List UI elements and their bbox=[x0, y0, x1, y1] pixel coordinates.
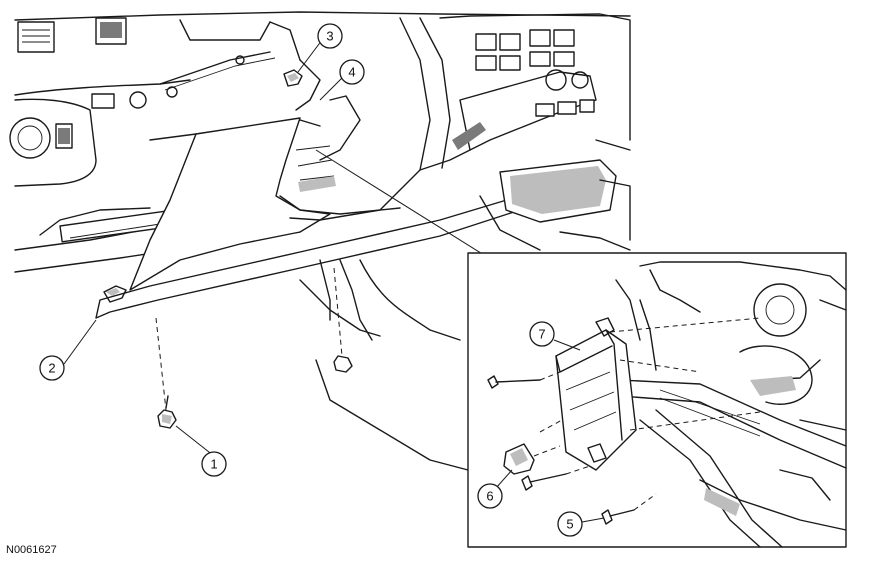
callout-5-label: 5 bbox=[566, 517, 573, 532]
callout-4: 4 bbox=[339, 59, 365, 85]
instrument-panel bbox=[9, 11, 631, 273]
screw-item-5 bbox=[601, 493, 657, 525]
callout-4-label: 4 bbox=[348, 65, 355, 80]
callout-2-label: 2 bbox=[48, 361, 55, 376]
callout-3: 3 bbox=[317, 23, 343, 49]
callout-leaders bbox=[63, 39, 605, 523]
callout-6-label: 6 bbox=[486, 489, 493, 504]
clip-item-3 bbox=[283, 69, 303, 87]
callout-3-label: 3 bbox=[326, 29, 333, 44]
figure-id-label: N0061627 bbox=[6, 544, 57, 556]
callout-5: 5 bbox=[557, 511, 583, 537]
callout-7: 7 bbox=[529, 321, 555, 347]
callout-1: 1 bbox=[201, 451, 227, 477]
callout-2: 2 bbox=[39, 355, 65, 381]
detail-inset bbox=[467, 252, 847, 548]
callout-1-label: 1 bbox=[210, 457, 217, 472]
connector-item-6 bbox=[503, 443, 561, 475]
callout-7-label: 7 bbox=[538, 327, 545, 342]
fastener-item-1 bbox=[155, 317, 177, 429]
fastener-item-2b bbox=[333, 267, 353, 373]
actuator-item-7 bbox=[555, 317, 637, 471]
callout-6: 6 bbox=[477, 483, 503, 509]
center-console bbox=[279, 13, 631, 251]
screw-left-upper bbox=[487, 371, 561, 389]
screw-left-lower bbox=[521, 465, 591, 491]
floor-area bbox=[299, 259, 469, 471]
